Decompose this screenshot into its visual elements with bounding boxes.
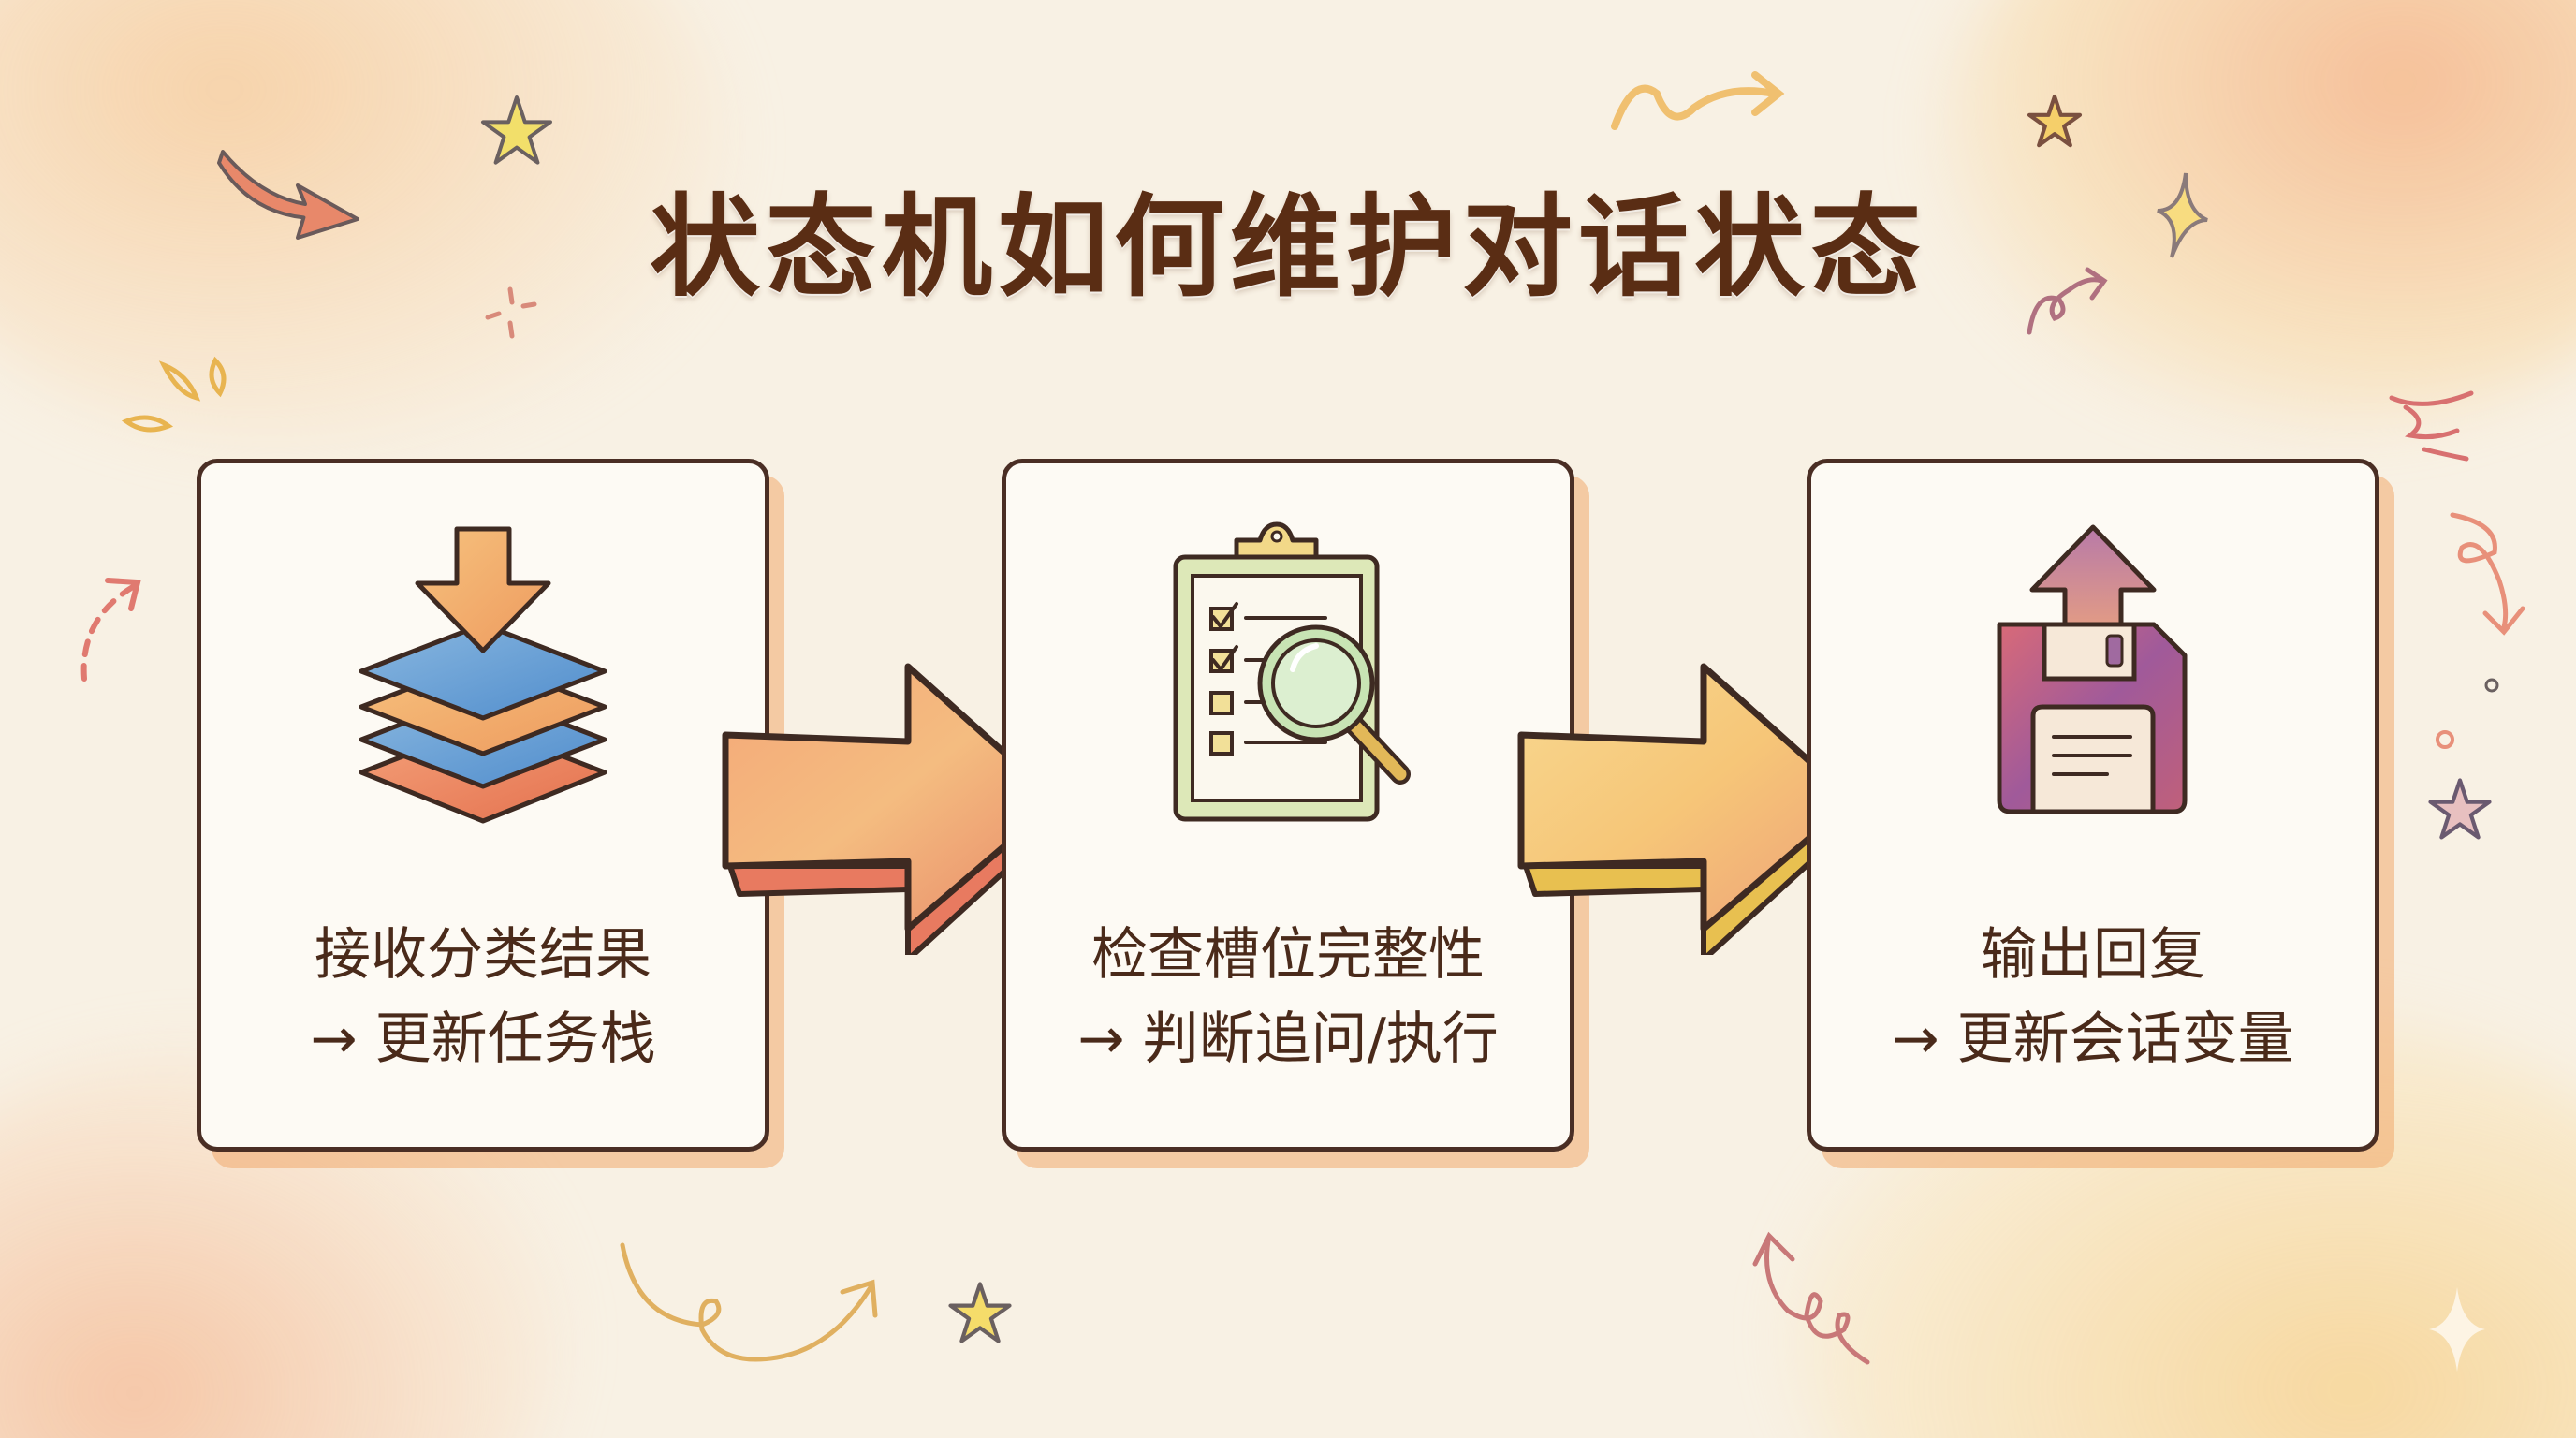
loop-arrow-down-icon [2450, 512, 2525, 636]
step-title: 接收分类结果 [315, 922, 651, 988]
step-description: 接收分类结果 → 更新任务栈 [201, 913, 765, 1081]
clipboard-search-icon [1173, 521, 1411, 822]
sparkle-icon [2429, 1287, 2485, 1372]
step-card-output-reply: 输出回复 → 更新会话变量 [1807, 459, 2379, 1152]
small-circle-icon [2436, 730, 2454, 749]
step-result: → 判断追问/执行 [1077, 1006, 1499, 1072]
step-description: 输出回复 → 更新会话变量 [1811, 913, 2375, 1081]
droplets-icon [121, 356, 227, 433]
star-icon [948, 1282, 1012, 1343]
curved-arrow-icon [217, 150, 360, 241]
star-icon [2428, 778, 2492, 840]
swirl-arrow-icon [620, 1242, 878, 1362]
step-card-receive-classification: 接收分类结果 → 更新任务栈 [197, 459, 769, 1152]
small-circle-icon [2484, 678, 2499, 693]
step-title: 检查槽位完整性 [1091, 922, 1485, 988]
step-result: → 更新会话变量 [1892, 1006, 2294, 1072]
sparkle-icon [2157, 172, 2208, 258]
step-title: 输出回复 [1981, 922, 2205, 988]
scribble-icon [2389, 390, 2474, 462]
star-icon [2027, 94, 2083, 148]
sparkle-dashes-icon [485, 286, 537, 339]
loop-arrow-icon [2027, 267, 2108, 335]
squiggle-arrow-icon [1611, 71, 1785, 130]
step-card-check-slots: 检查槽位完整性 → 判断追问/执行 [1002, 459, 1574, 1152]
floppy-upload-icon [1997, 524, 2188, 814]
layers-download-icon [359, 526, 607, 824]
step-description: 检查槽位完整性 → 判断追问/执行 [1006, 913, 1570, 1081]
dashed-arrow-icon [80, 578, 141, 682]
curly-arrow-icon [1752, 1231, 1870, 1365]
star-icon [481, 95, 552, 165]
page-title: 状态机如何维护对话状态 [649, 183, 1926, 312]
step-result: → 更新任务栈 [310, 1006, 656, 1072]
